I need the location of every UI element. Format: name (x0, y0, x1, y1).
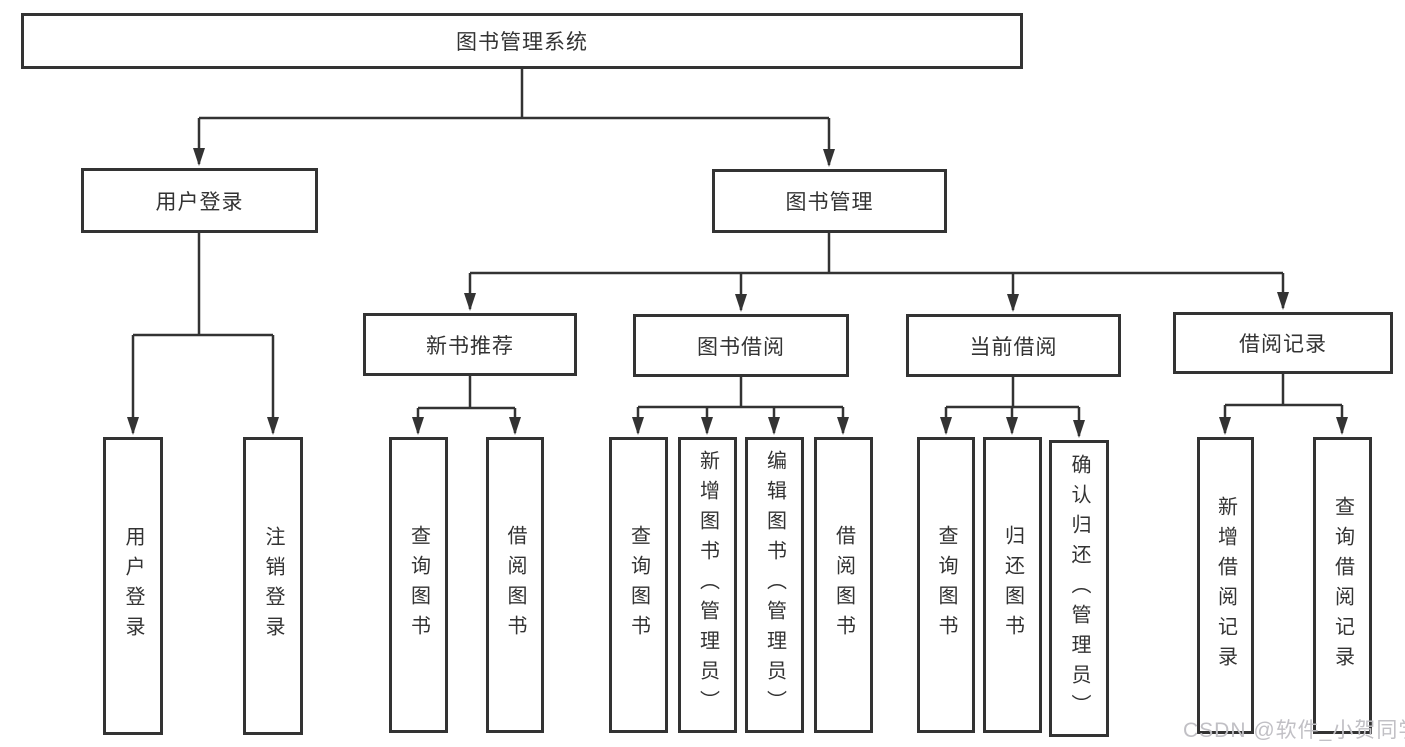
csdn-watermark: CSDN @软件_小贺同学 (1183, 719, 1405, 742)
node-label: 查询图书 (627, 525, 650, 645)
connector (418, 376, 515, 410)
node-book-borrowing: 图书借阅 (633, 314, 849, 377)
node-query-borrow-record: 查询借阅记录 (1313, 437, 1372, 734)
node-edit-books-admin: 编辑图书（管理员） (745, 437, 804, 733)
connector (946, 377, 1079, 409)
node-new-book-recommendation: 新书推荐 (363, 313, 577, 376)
node-book-management: 图书管理 (712, 169, 947, 233)
node-return-books: 归还图书 (983, 437, 1042, 733)
node-label: 确认归还（管理员） (1068, 453, 1090, 724)
node-label: 新增图书（管理员） (696, 450, 719, 720)
node-label: 编辑图书（管理员） (763, 450, 786, 720)
node-borrow-books: 借阅图书 (814, 437, 873, 733)
node-query-books: 查询图书 (917, 437, 975, 733)
node-label: 新增借阅记录 (1214, 495, 1237, 676)
connector (470, 233, 1283, 275)
node-query-books: 查询图书 (389, 437, 448, 733)
node-label: 用户登录 (122, 526, 144, 646)
node-logout-action: 注销登录 (243, 437, 303, 735)
node-label: 查询图书 (935, 525, 957, 645)
connector (133, 233, 273, 337)
node-current-borrowing: 当前借阅 (906, 314, 1121, 377)
connector (199, 69, 829, 120)
node-library-management-system: 图书管理系统 (21, 13, 1023, 69)
node-borrow-books: 借阅图书 (486, 437, 544, 733)
node-label: 借阅图书 (832, 525, 855, 645)
node-label: 借阅图书 (504, 525, 526, 645)
node-add-books-admin: 新增图书（管理员） (678, 437, 737, 733)
connector (1225, 374, 1342, 407)
node-label: 归还图书 (1001, 525, 1024, 645)
node-label: 注销登录 (262, 526, 284, 646)
node-label: 查询图书 (407, 525, 430, 645)
node-label: 查询借阅记录 (1331, 495, 1354, 676)
node-add-borrow-record: 新增借阅记录 (1197, 437, 1254, 734)
node-borrowing-records: 借阅记录 (1173, 312, 1393, 374)
connector (638, 377, 843, 409)
node-confirm-return-admin: 确认归还（管理员） (1049, 440, 1109, 737)
node-query-books: 查询图书 (609, 437, 668, 733)
node-user-login: 用户登录 (81, 168, 318, 233)
node-user-login-action: 用户登录 (103, 437, 163, 735)
